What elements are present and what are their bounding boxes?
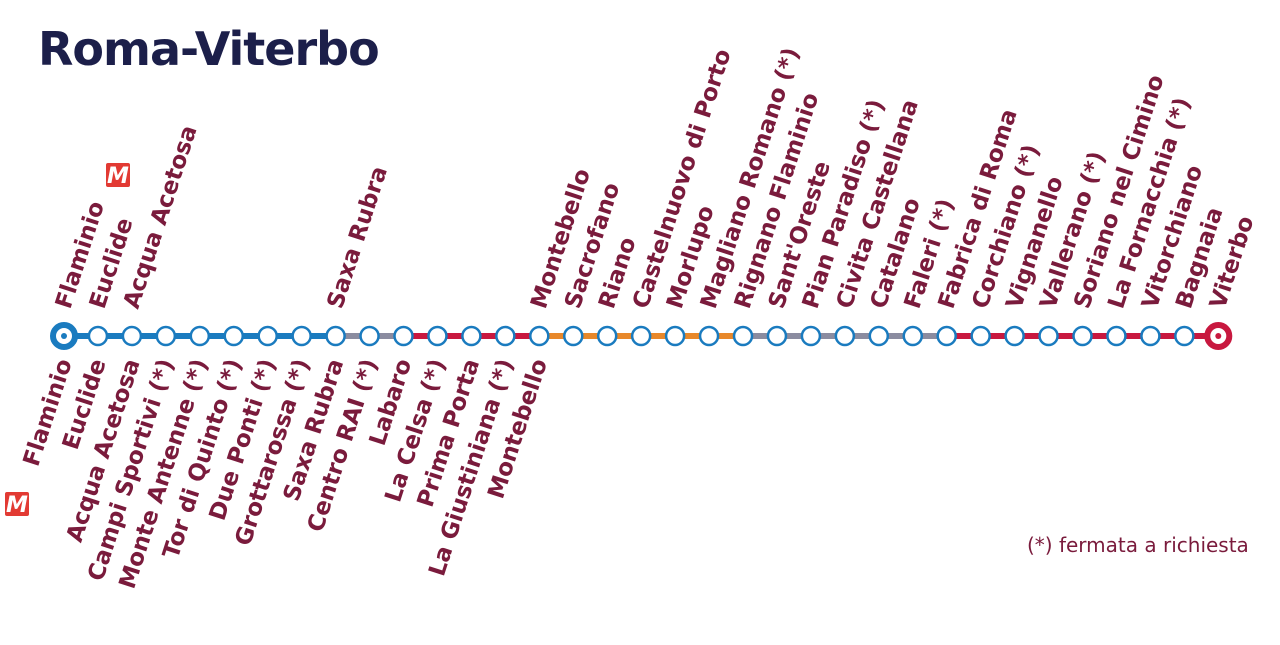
station-dot [1072, 325, 1093, 347]
station-dot [868, 325, 890, 347]
station-dot [596, 325, 618, 347]
station-dot [970, 325, 991, 347]
station-dot [87, 325, 109, 347]
station-dot [1106, 325, 1127, 347]
station-dot [189, 325, 211, 347]
station-dot [121, 325, 143, 347]
station-label: Saxa Rubra [323, 163, 393, 312]
station-dot [461, 325, 482, 347]
station-dot [155, 325, 177, 347]
terminus-dot [1215, 333, 1222, 339]
station-dot [359, 325, 380, 347]
map-title: Roma-Viterbo [38, 22, 380, 76]
station-dot [766, 325, 788, 347]
metro-letter: M [107, 164, 129, 189]
station-label: Acqua Acetosa [119, 122, 203, 312]
station-dot [563, 325, 584, 347]
request-stop-legend: (*) fermata a richiesta [1027, 533, 1249, 557]
station-dot [291, 325, 312, 347]
station-dot [1174, 325, 1195, 347]
station-dot [257, 325, 278, 347]
station-dot [529, 325, 550, 347]
station-dot [834, 325, 856, 347]
station-dot [1004, 325, 1025, 347]
station-dot [393, 325, 414, 347]
station-dot [325, 325, 346, 347]
station-dot [732, 325, 754, 347]
station-dot [902, 325, 923, 347]
station-dot [223, 325, 244, 347]
station-dot [427, 325, 448, 347]
station-dot [1038, 325, 1059, 347]
station-dot [1140, 325, 1161, 347]
metro-icon [106, 163, 130, 187]
station-dot [495, 325, 516, 347]
metro-icon [5, 492, 29, 516]
station-dot [630, 325, 652, 347]
station-dot [800, 325, 822, 347]
station-dot [936, 325, 957, 347]
terminus-dot [61, 333, 67, 339]
station-dot [698, 325, 720, 347]
station-dot [664, 325, 686, 347]
metro-letter: M [6, 493, 28, 518]
